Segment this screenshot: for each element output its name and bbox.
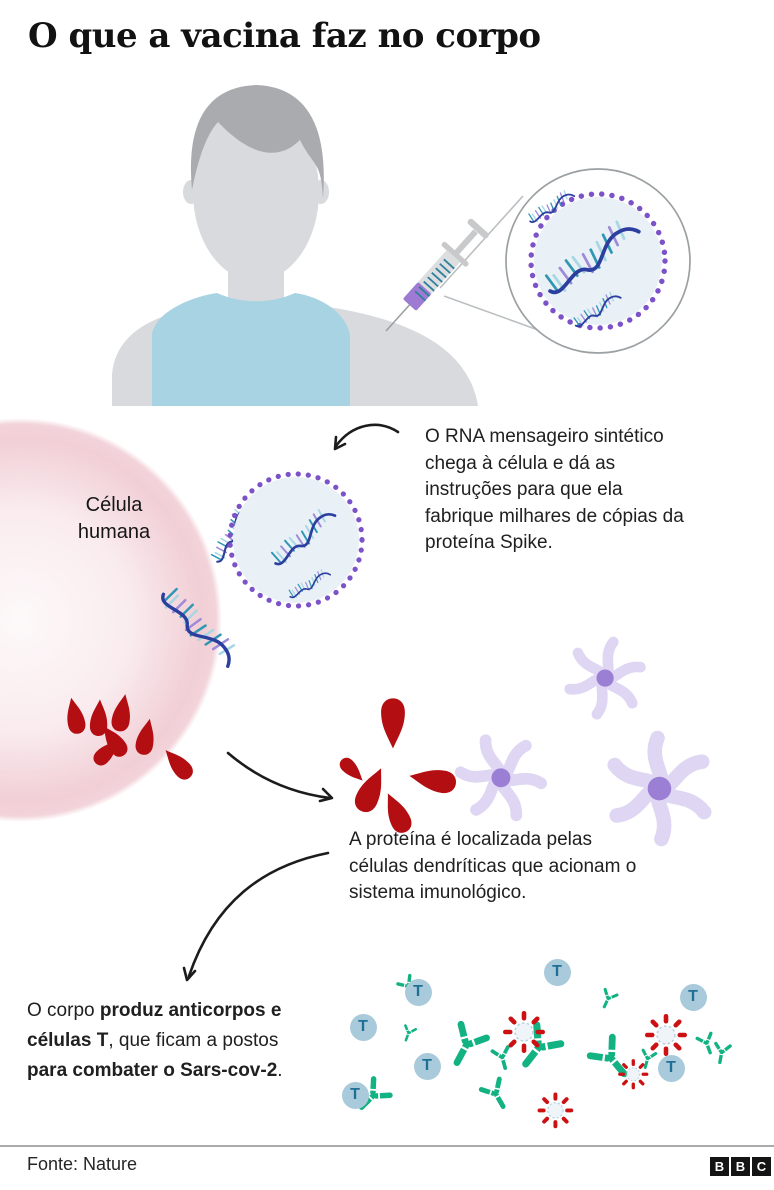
spike-protein-icon [133,717,159,757]
t-cell-label: T [552,963,562,980]
bbc-logo-block: B [710,1157,729,1176]
nanoparticle-entering-cell [227,471,365,609]
dendritic-cell-icon [570,642,641,714]
nanoparticle-body [233,477,359,603]
spike-protein-icon [381,698,405,749]
bbc-logo-block: B [731,1157,750,1176]
syringe-icon [385,218,489,332]
t-cell-icon: T [679,983,707,1011]
spike-protein-icon [62,696,88,736]
dendritic-cells [449,642,719,849]
antibody-icon [507,1017,569,1080]
t-cell-label: T [350,1086,360,1103]
mrna-icon [537,216,649,296]
mrna-icon [197,502,265,565]
syringe-scale-ticks [414,258,455,302]
spike-protein-icon [96,721,131,761]
arrow-to-proteins [226,751,332,800]
footer-divider [0,1145,774,1147]
syringe-plunger-pad [467,218,489,239]
t-cell-label: T [688,988,698,1005]
spike-protein-icon [351,763,392,816]
mrna-icon [159,575,242,681]
person-ear [183,180,199,204]
nanoparticle-membrane [528,191,668,331]
step-dendritic-text: A proteína é localizada pelas células de… [349,829,637,903]
antibody-icon [709,1040,734,1066]
virus-icon [536,1091,574,1129]
arrowhead [182,966,197,982]
virus-icon [617,1058,649,1090]
spike-protein-icon [407,764,458,796]
person-shirt [152,293,350,406]
spike-protein-cluster-free [336,698,458,837]
antibody-icon [488,1043,517,1073]
t-cell-icon: T [657,1054,685,1082]
t-cell-icon: T [404,978,432,1006]
arrowhead [333,435,347,451]
spike-protein-icon [336,754,368,786]
t-cell-label: T [358,1018,368,1035]
person-face [193,103,319,281]
syringe-barrel [403,250,460,311]
mrna-icon [570,290,625,328]
t-cell-label: T [413,983,423,1000]
human-cell-label: Célula humana [77,494,151,543]
spike-protein-icon [109,692,135,733]
spike-protein-icon [89,698,109,737]
person-shoulders [112,299,478,406]
spike-protein-icon [159,744,197,784]
antibody-icon [582,1029,642,1090]
person-neck [228,240,284,308]
antibody-icon [595,986,621,1012]
magnifier-circle [505,168,691,354]
person-figure [112,85,478,406]
syringe-flange [441,241,469,267]
syringe-vaccine-fill [403,282,431,311]
step-mrna-text: O RNA mensageiro sintético chega à célul… [425,426,684,553]
arrow-to-antibodies [187,851,330,978]
virus-icon [502,1010,546,1054]
bbc-logo-block: C [752,1157,771,1176]
dendritic-cell-icon [449,725,553,830]
antibody-icon [476,1073,517,1116]
t-cell-icon: T [341,1081,369,1109]
t-cell-icon: T [413,1052,441,1080]
nanoparticle-magnified [505,168,691,354]
nanoparticle-body [534,197,662,325]
arrow-to-nanoparticle [334,423,400,448]
t-cell-label: T [422,1057,432,1074]
syringe-plunger-rod [453,229,478,256]
spike-protein-icon [90,734,125,769]
nanoparticle-membrane [227,471,365,609]
t-cell-icon: T [543,958,571,986]
bbc-logo: B B C [710,1157,771,1176]
human-cell [0,418,222,822]
mrna-icon [286,568,333,599]
t-cell-icon: T [349,1013,377,1041]
magnifier-lines [439,195,578,345]
page-title: O que a vacina faz no corpo [28,16,541,56]
antibody-icon [437,1017,494,1075]
t-cell-label: T [666,1059,676,1076]
mrna-icon [263,504,345,567]
spike-protein-cluster-cell [62,692,197,784]
syringe-needle [385,302,413,332]
antibody-icon [398,1022,419,1044]
arrowhead [318,787,334,803]
virus-icon [644,1013,688,1057]
person-hair [190,85,324,198]
source-credit: Fonte: Nature [27,1154,138,1174]
antibody-icon [636,1047,659,1072]
mrna-icon [525,188,578,224]
person-ear [313,180,329,204]
antibody-icon [693,1030,721,1058]
